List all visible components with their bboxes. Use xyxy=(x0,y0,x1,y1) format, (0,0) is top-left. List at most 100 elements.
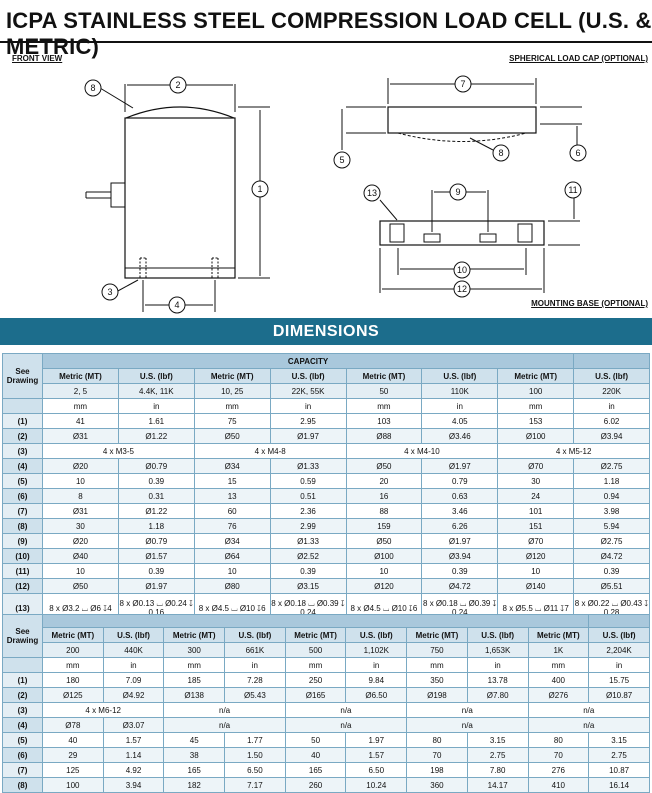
table-cell: 7.80 xyxy=(466,762,529,778)
table-cell: Ø4.72 xyxy=(573,548,650,564)
table-cell: Ø3.07 xyxy=(102,717,165,733)
table-cell: 60 xyxy=(193,503,271,519)
table-cell: 41 xyxy=(42,413,119,429)
table-cell: 24 xyxy=(497,488,575,504)
table-cell: Ø88 xyxy=(345,428,423,444)
table-cell: 250 xyxy=(284,672,347,688)
table-cell: 7.09 xyxy=(102,672,165,688)
mounting-base-label: MOUNTING BASE (OPTIONAL) xyxy=(531,299,648,308)
table-cell: 159 xyxy=(345,518,423,534)
table-cell: Ø276 xyxy=(527,687,590,703)
table-cell: Ø78 xyxy=(42,717,104,733)
table-cell: Ø100 xyxy=(497,428,575,444)
dimensions-table-1: See Drawing CAPACITY Metric (MT)U.S. (lb… xyxy=(2,353,650,623)
table-cell: 1.57 xyxy=(102,732,165,748)
table-cell: Ø120 xyxy=(497,548,575,564)
table-cell: 0.63 xyxy=(421,488,499,504)
table-cell: Ø70 xyxy=(497,533,575,549)
table-cell: 7.28 xyxy=(224,672,286,688)
svg-text:13: 13 xyxy=(367,188,377,198)
table-cell: 1.14 xyxy=(102,747,165,763)
table-cell: 276 xyxy=(527,762,590,778)
table-cell: Ø64 xyxy=(193,548,271,564)
table-cell: 4 x M3-5 xyxy=(42,443,195,459)
table-cell: 0.39 xyxy=(421,563,499,579)
callout-1: 1 xyxy=(251,180,269,198)
technical-drawing: 1 2 3 4 5 6 7 8 8 9 10 11 12 13 xyxy=(84,75,587,314)
table-cell: Ø31 xyxy=(42,503,119,519)
table-cell: 29 xyxy=(42,747,104,763)
table-cell: 0.39 xyxy=(117,563,195,579)
table-cell: Ø3.46 xyxy=(421,428,499,444)
table-cell: Ø1.97 xyxy=(117,578,195,594)
table-cell: Ø120 xyxy=(345,578,423,594)
table-cell: Ø125 xyxy=(42,687,104,703)
table-cell: 3.15 xyxy=(588,732,650,748)
mounting-base xyxy=(379,190,580,293)
table-cell: Ø2.75 xyxy=(573,458,650,474)
row-ref: (7) xyxy=(2,503,43,519)
table-cell: 1.18 xyxy=(573,473,650,489)
table-cell: 10 xyxy=(497,563,575,579)
table-cell: 1.50 xyxy=(224,747,286,763)
table-cell: Ø50 xyxy=(42,578,119,594)
table-cell: 80 xyxy=(406,732,468,748)
svg-text:12: 12 xyxy=(457,284,467,294)
table-cell: Ø40 xyxy=(42,548,119,564)
row-ref: (2) xyxy=(2,428,43,444)
load-cell-front-view xyxy=(85,84,270,312)
table-cell: 13 xyxy=(193,488,271,504)
table-cell: Ø1.97 xyxy=(421,533,499,549)
table-cell: 45 xyxy=(163,732,226,748)
table-cell: Ø1.22 xyxy=(117,503,195,519)
see-drawing-header: See Drawing xyxy=(2,353,43,399)
table-cell: Ø1.33 xyxy=(269,533,347,549)
svg-text:2: 2 xyxy=(175,80,180,90)
table-cell: Ø31 xyxy=(42,428,119,444)
table-cell: 2.99 xyxy=(269,518,347,534)
table-cell: 153 xyxy=(497,413,575,429)
row-ref: (11) xyxy=(2,563,43,579)
row-ref: (12) xyxy=(2,578,43,594)
table-cell: 16 xyxy=(345,488,423,504)
table-cell: 100 xyxy=(42,777,104,793)
row-ref: (5) xyxy=(2,732,43,748)
table-cell: n/a xyxy=(163,717,286,733)
table-cell: 75 xyxy=(193,413,271,429)
table-cell: 4.92 xyxy=(102,762,165,778)
table-cell: 80 xyxy=(527,732,590,748)
table-cell: 0.39 xyxy=(269,563,347,579)
callout-6: 6 xyxy=(569,144,587,162)
table-cell: 1.18 xyxy=(117,518,195,534)
units-header-row-2: Metric (MT)U.S. (lbf) Metric (MT)U.S. (l… xyxy=(3,627,650,643)
table-cell: 10 xyxy=(42,473,119,489)
table-cell: Ø2.75 xyxy=(573,533,650,549)
table-cell: 4 x M6-12 xyxy=(41,702,165,718)
table-cell: Ø80 xyxy=(193,578,271,594)
dimensions-banner: DIMENSIONS xyxy=(0,318,652,345)
row-ref: (6) xyxy=(2,488,43,504)
table-cell: 10.24 xyxy=(345,777,408,793)
table-cell: 0.39 xyxy=(117,473,195,489)
table-cell: Ø3.94 xyxy=(573,428,650,444)
table-cell: n/a xyxy=(406,702,529,718)
table-cell: 125 xyxy=(42,762,104,778)
table-cell: 182 xyxy=(163,777,226,793)
capacity-header-2 xyxy=(41,614,590,628)
table-cell: 40 xyxy=(284,747,347,763)
row-ref: (1) xyxy=(2,672,43,688)
table-cell: 1.61 xyxy=(117,413,195,429)
